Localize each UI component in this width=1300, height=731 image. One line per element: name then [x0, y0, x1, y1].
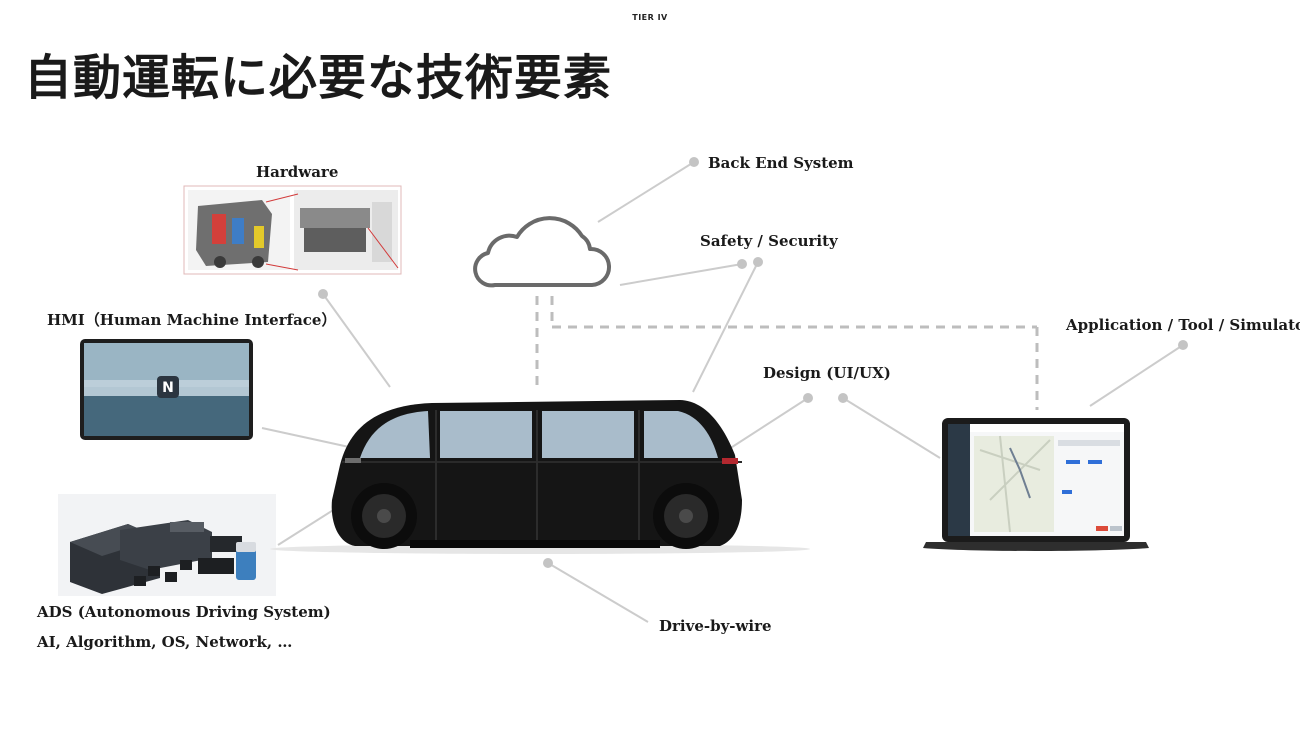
- connector-lines: [261, 161, 1184, 623]
- svg-text:N: N: [162, 380, 174, 396]
- label-hardware: Hardware: [256, 163, 339, 181]
- hardware-image: [183, 185, 402, 275]
- label-design: Design (UI/UX): [763, 364, 891, 382]
- page-title: 自動運転に必要な技術要素: [24, 50, 613, 106]
- connector-dots: [318, 157, 1188, 568]
- hmi-tablet-image: N: [80, 339, 253, 440]
- label-back-end-system: Back End System: [708, 154, 854, 172]
- label-ads-sub: AI, Algorithm, OS, Network, …: [37, 633, 293, 651]
- brand-logo: TIER IV: [632, 13, 668, 22]
- label-hmi: HMI（Human Machine Interface）: [47, 311, 337, 329]
- cloud-icon: [473, 216, 612, 288]
- laptop-image: [923, 418, 1149, 551]
- label-drive-by-wire: Drive-by-wire: [659, 617, 772, 635]
- label-application: Application / Tool / Simulator: [1066, 316, 1300, 334]
- network-dashed-lines: [535, 296, 1039, 410]
- vehicle-image: [270, 400, 810, 554]
- label-safety-security: Safety / Security: [700, 232, 838, 250]
- ads-hardware-image: [58, 494, 276, 596]
- label-ads: ADS (Autonomous Driving System): [37, 603, 331, 621]
